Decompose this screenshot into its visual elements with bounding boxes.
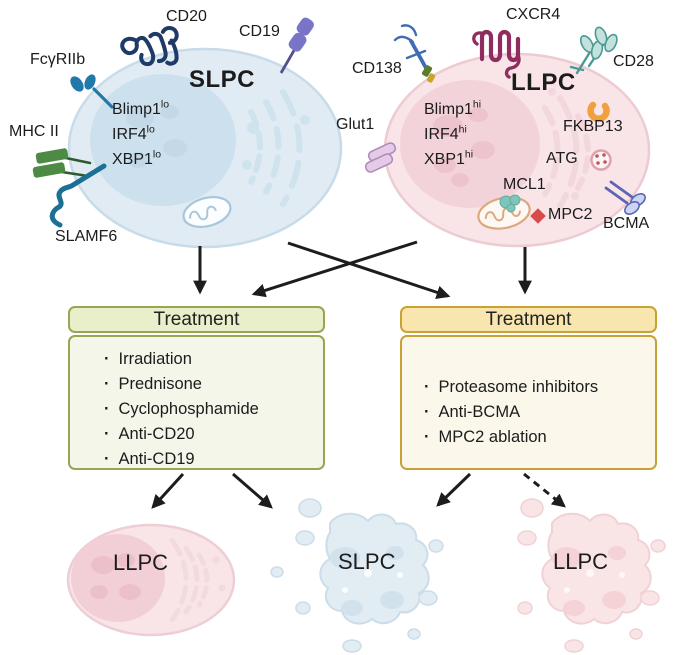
cd138-label: CD138: [352, 60, 402, 77]
bcma-label: BCMA: [603, 215, 650, 232]
cd19-icon: [279, 17, 314, 74]
arrow-llpc-to-left-box: [251, 240, 418, 298]
mcl1-label: MCL1: [503, 176, 546, 193]
llpc-title: LLPC: [511, 69, 576, 96]
treatment-item: Proteasome inhibitors: [424, 375, 649, 400]
arrow-leftbox-to-llpc: [151, 472, 185, 509]
outcome-llpc-intact-shape: [66, 523, 236, 637]
treatment-item: Irradiation: [104, 347, 315, 372]
treatment-item: Anti-CD20: [104, 422, 315, 447]
cd19-label: CD19: [239, 23, 280, 40]
arrow-leftbox-to-slpc-dead: [232, 472, 273, 509]
treatment-item: Anti-CD19: [104, 447, 315, 472]
slpc-title: SLPC: [189, 66, 256, 93]
slpc-expression-blimp1: Blimp1lo: [112, 98, 170, 118]
glut1-icon: [364, 142, 397, 173]
treatment-box-slpc: Irradiation Prednisone Cyclophosphamide …: [68, 335, 325, 470]
mhc2-label: MHC II: [9, 123, 59, 140]
cd20-icon: [120, 26, 179, 67]
treatment-header-slpc: Treatment: [68, 306, 325, 333]
mpc2-label: MPC2: [548, 206, 593, 223]
slpc-expression-irf4: IRF4lo: [112, 123, 155, 143]
slpc-cell-shape: [67, 47, 343, 249]
cd28-icon: [569, 26, 618, 75]
slpc-er: [248, 89, 303, 207]
mhc2-icon: [32, 148, 92, 178]
treatment-box-llpc: Proteasome inhibitors Anti-BCMA MPC2 abl…: [400, 335, 657, 470]
cxcr4-label: CXCR4: [506, 6, 561, 23]
llpc-expression-irf4: IRF4hi: [424, 123, 467, 143]
slamf6-label: SLAMF6: [55, 228, 118, 245]
outcome-llpc-dead-shape: [517, 498, 666, 653]
cxcr4-icon: [472, 29, 521, 79]
outcome-llpc-dead-label: LLPC: [553, 549, 609, 574]
bcma-icon: [604, 180, 646, 215]
arrow-rightbox-to-llpc-dead: [523, 472, 566, 508]
llpc-expression-blimp1: Blimp1hi: [424, 98, 482, 118]
mcl1-icon: [499, 194, 521, 213]
outcome-llpc-intact-label: LLPC: [113, 550, 169, 575]
arrow-slpc-to-right-box: [287, 241, 451, 299]
outcome-slpc-dead-shape: [270, 498, 444, 653]
treatment-list-slpc: Irradiation Prednisone Cyclophosphamide …: [70, 337, 323, 472]
llpc-er: [542, 95, 591, 209]
fcgr2b-label: FcγRIIb: [30, 51, 86, 68]
treatment-item: Prednisone: [104, 372, 315, 397]
llpc-expression-xbp1: XBP1hi: [424, 148, 474, 168]
glut1-label: Glut1: [336, 116, 375, 133]
atg-label: ATG: [546, 150, 578, 167]
arrow-rightbox-to-slpc-dead: [436, 472, 472, 507]
cd20-label: CD20: [166, 8, 207, 25]
treatment-title-llpc: Treatment: [485, 308, 572, 330]
llpc-cell-shape: [383, 52, 651, 248]
treatment-item: Cyclophosphamide: [104, 397, 315, 422]
slpc-mitochondria: [182, 196, 232, 228]
outcome-slpc-dead-label: SLPC: [338, 549, 396, 574]
atg-icon: [590, 149, 612, 171]
treatment-item: Anti-BCMA: [424, 400, 649, 425]
slpc-expression-xbp1: XBP1lo: [112, 148, 162, 168]
slamf6-icon: [49, 163, 107, 228]
treatment-header-llpc: Treatment: [400, 306, 657, 333]
cd138-icon: [393, 24, 436, 83]
treatment-item: MPC2 ablation: [424, 425, 649, 450]
treatment-list-llpc: Proteasome inhibitors Anti-BCMA MPC2 abl…: [402, 337, 655, 450]
cd28-label: CD28: [613, 53, 654, 70]
fkbp13-icon: [587, 101, 610, 122]
treatment-title-slpc: Treatment: [153, 308, 240, 330]
fcgr2b-icon: [70, 74, 114, 109]
fkbp13-label: FKBP13: [563, 118, 623, 135]
